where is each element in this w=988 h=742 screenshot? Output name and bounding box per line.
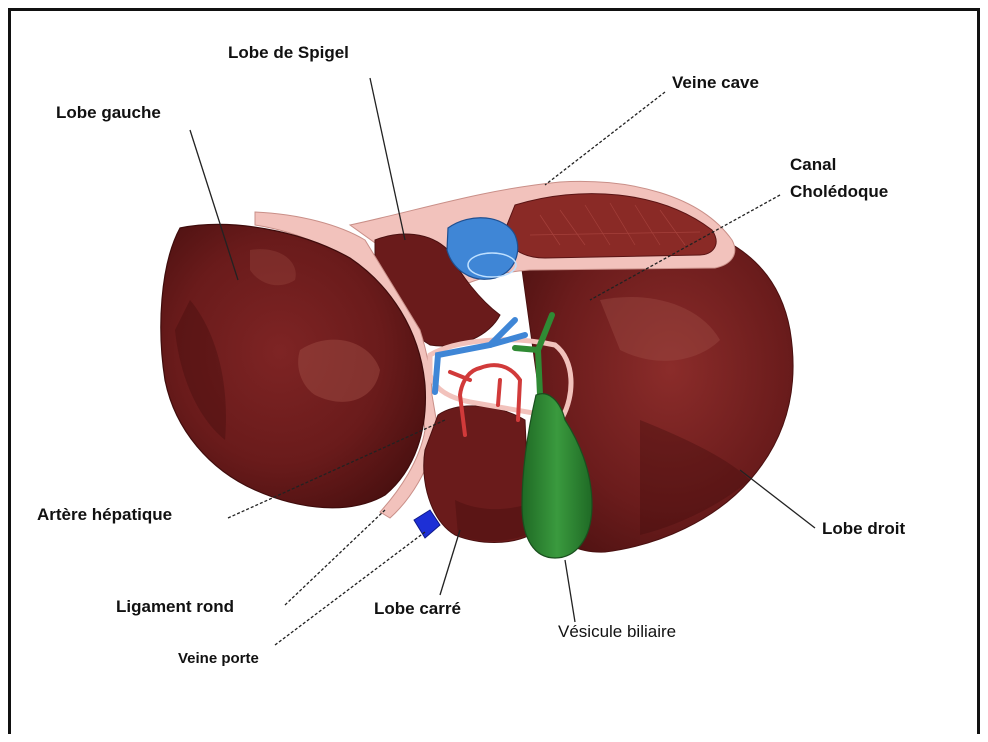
- label-canal-line1: Canal: [790, 155, 836, 174]
- leader-lobe-spigel: [370, 78, 405, 240]
- label-lobe-droit: Lobe droit: [822, 519, 905, 538]
- leader-vesicule-biliaire: [565, 560, 575, 622]
- label-vesicule-biliaire: Vésicule biliaire: [558, 622, 676, 641]
- label-lobe-carre: Lobe carré: [374, 599, 461, 618]
- label-lobe-spigel: Lobe de Spigel: [228, 43, 349, 62]
- leader-veine-cave: [545, 92, 665, 185]
- label-veine-porte: Veine porte: [178, 650, 259, 667]
- leader-veine-porte: [275, 532, 425, 645]
- label-lobe-gauche: Lobe gauche: [56, 103, 161, 122]
- label-ligament-rond: Ligament rond: [116, 597, 234, 616]
- label-canal-line2: Cholédoque: [790, 182, 888, 201]
- leader-ligament-rond: [285, 510, 385, 605]
- leader-lobe-droit: [740, 470, 815, 528]
- label-veine-cave: Veine cave: [672, 73, 759, 92]
- leader-lobe-carre: [440, 530, 460, 595]
- label-artere-hepatique: Artère hépatique: [37, 505, 172, 524]
